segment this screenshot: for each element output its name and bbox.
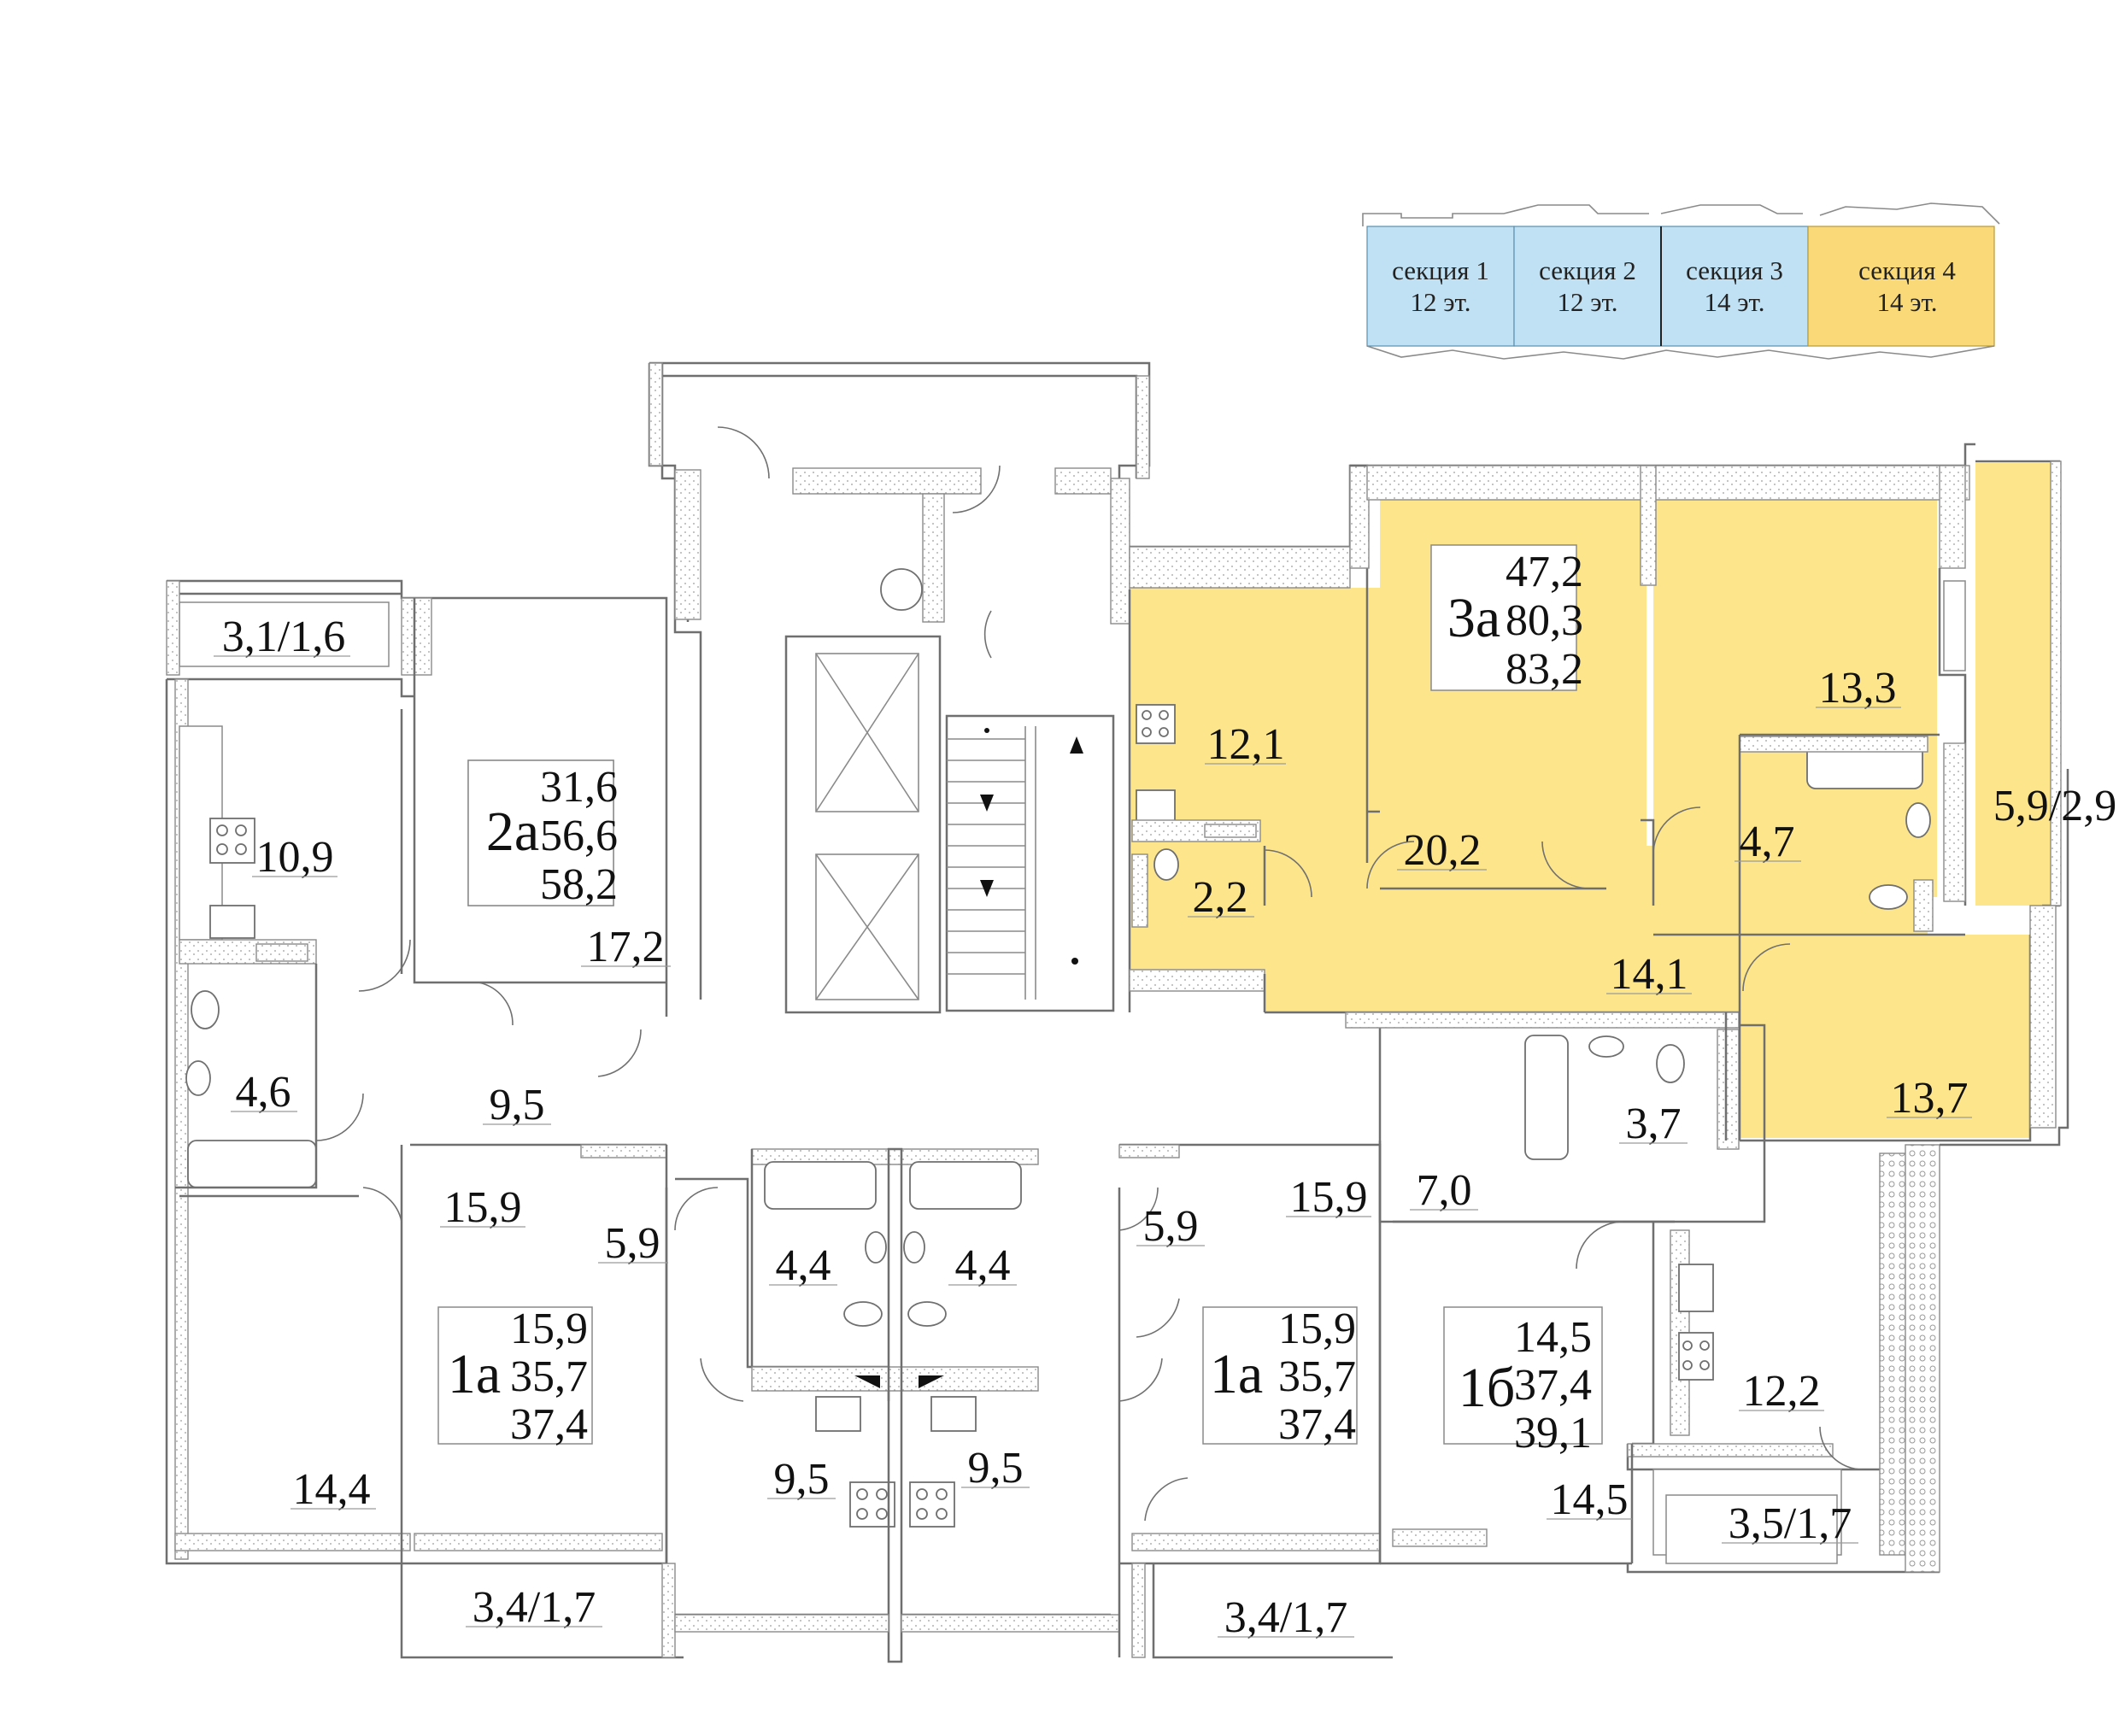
room-area-room-3a-b: 13,3 (1819, 664, 1897, 713)
room-area-balcony-1b: 3,5/1,7 (1729, 1499, 1852, 1548)
apartment-1a-left-total-with-balcony: 37,4 (510, 1400, 588, 1449)
apartment-1a-right-living: 15,9 (1278, 1305, 1356, 1353)
apartment-3a-code: 3а (1447, 587, 1500, 649)
room-area-room-3a-a: 20,2 (1404, 826, 1482, 875)
room-area-hall-1a-right: 5,9 (1143, 1202, 1199, 1251)
doors (315, 426, 1864, 1522)
room-area-bath-1a-left: 4,4 (776, 1241, 831, 1290)
room-area-bath-2a: 4,6 (236, 1068, 291, 1117)
apartment-1a-left-legend: 1а 15,9 35,7 37,4 (448, 1305, 588, 1449)
room-area-bath-3a: 4,7 (1740, 818, 1795, 866)
apartment-3a-total: 80,3 (1506, 596, 1583, 645)
apartment-3a-legend: 3а 47,2 80,3 83,2 (1430, 544, 1583, 694)
room-area-room-2a: 17,2 (587, 923, 665, 971)
apartment-3a-total-with-balcony: 83,2 (1506, 645, 1583, 694)
key-plan-section-1-floors: 12 эт. (1410, 287, 1470, 317)
key-plan-section-1[interactable] (1366, 226, 1515, 347)
apartment-2a-total-with-balcony: 58,2 (540, 860, 618, 909)
room-area-kitchen-3a: 12,1 (1207, 720, 1285, 769)
room-area-room-1a-right: 15,9 (1290, 1173, 1368, 1222)
room-area-room-1b: 14,5 (1551, 1475, 1629, 1524)
key-plan-section-4-floors: 14 эт. (1876, 287, 1937, 317)
key-plan-section-1-name: секция 1 (1392, 255, 1489, 285)
key-plan-section-3[interactable] (1660, 226, 1809, 347)
room-area-hall-3a: 14,1 (1611, 950, 1688, 999)
room-area-balcony-1a-left: 3,4/1,7 (473, 1583, 596, 1632)
room-area-kitchen-1a-right: 9,5 (968, 1444, 1024, 1493)
key-plan-section-4[interactable] (1807, 226, 1995, 347)
apartment-3a-living: 47,2 (1506, 548, 1583, 596)
key-plan-section-4-name: секция 4 (1858, 255, 1956, 285)
room-area-room-1a-left: 15,9 (444, 1183, 522, 1232)
room-area-balcony-2a: 3,1/1,6 (222, 613, 345, 661)
apartment-1b-living: 14,5 (1514, 1313, 1592, 1362)
room-area-bath-1b: 3,7 (1626, 1100, 1682, 1148)
room-area-balcony-1a-right: 3,4/1,7 (1224, 1593, 1347, 1642)
apartment-1a-left-living: 15,9 (510, 1305, 588, 1353)
apartment-1a-right-legend: 1а 15,9 35,7 37,4 (1210, 1305, 1356, 1449)
room-area-hall-2a: 9,5 (490, 1081, 545, 1129)
room-area-bath-1a-right: 4,4 (955, 1241, 1011, 1290)
apartment-2a-living: 31,6 (540, 763, 618, 812)
apartment-1a-left-code: 1а (448, 1343, 501, 1405)
room-area-kitchen-2a: 10,9 (256, 833, 334, 882)
apartment-2a-legend: 2а 31,6 56,6 58,2 (467, 760, 618, 909)
key-plan-section-2[interactable] (1513, 226, 1662, 347)
apartment-1a-left-total: 35,7 (510, 1352, 588, 1401)
room-area-hall-1a-left: 5,9 (605, 1219, 660, 1268)
room-area-kitchen-1a-left: 9,5 (774, 1455, 830, 1504)
room-area-wc-3a: 2,2 (1193, 873, 1248, 922)
key-plan-section-3-floors: 14 эт. (1704, 287, 1764, 317)
room-area-kitchen-1b: 12,2 (1743, 1367, 1821, 1416)
key-plan: секция 1 12 эт. секция 2 12 эт. секция 3… (1362, 202, 2000, 360)
walls (165, 361, 2069, 1663)
apartment-1b-legend: 1б 14,5 37,4 39,1 (1459, 1313, 1592, 1457)
apartment-1b-total-with-balcony: 39,1 (1514, 1409, 1592, 1457)
apartment-1b-total: 37,4 (1514, 1361, 1592, 1410)
room-area-loggia-3a: 5,9/2,9 (1993, 782, 2116, 830)
apartment-1a-right-total: 35,7 (1278, 1352, 1356, 1401)
apartment-1a-right-code: 1а (1210, 1343, 1263, 1405)
room-area-room-left-corner: 14,4 (293, 1465, 371, 1514)
apartment-2a-code: 2а (486, 801, 539, 863)
key-plan-section-3-name: секция 3 (1686, 255, 1783, 285)
apartment-2a-total: 56,6 (540, 812, 618, 860)
room-area-room-3a-c: 13,7 (1891, 1074, 1969, 1123)
key-plan-section-2-floors: 12 эт. (1557, 287, 1617, 317)
room-area-hall-1b: 7,0 (1417, 1166, 1472, 1215)
key-plan-section-2-name: секция 2 (1539, 255, 1636, 285)
room-area-labels: 3,1/1,6 10,9 17,2 4,6 9,5 14,4 15,9 5,9 … (214, 613, 2116, 1642)
apartment-1a-right-total-with-balcony: 37,4 (1278, 1400, 1356, 1449)
apartment-1b-code: 1б (1459, 1357, 1516, 1419)
